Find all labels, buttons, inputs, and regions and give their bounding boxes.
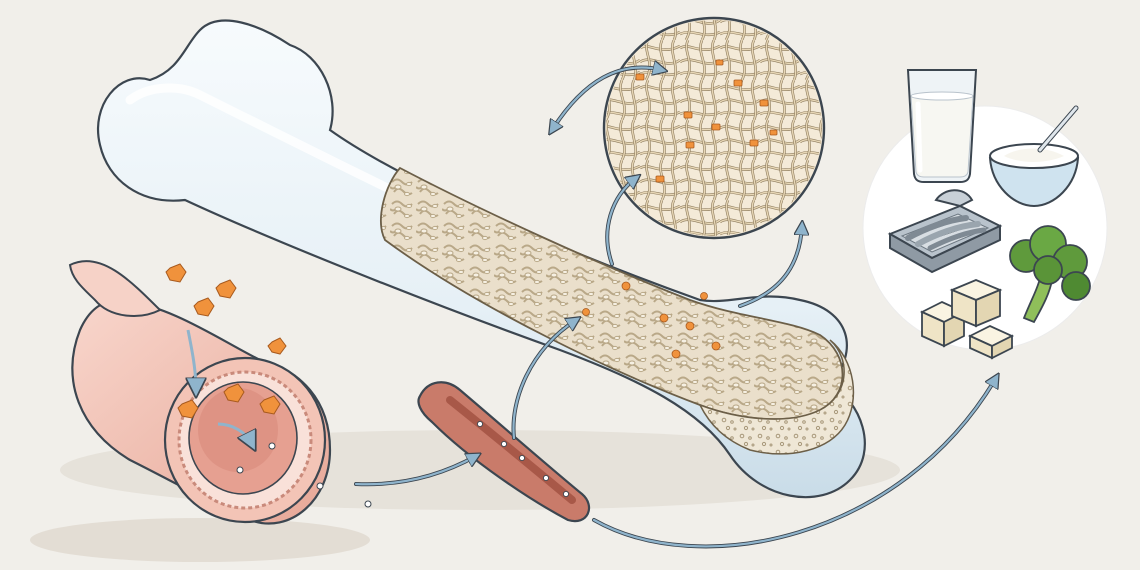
food-sources xyxy=(862,69,1108,360)
intestine-cross-section-icon xyxy=(68,260,372,525)
femur-bone-icon xyxy=(97,19,866,499)
sardine-can-icon xyxy=(887,189,1003,274)
dietary-minerals xyxy=(165,263,287,419)
bone-matrix-magnifier-icon xyxy=(602,16,826,240)
broccoli-icon xyxy=(1009,225,1091,324)
blood-vessel-icon xyxy=(417,381,591,523)
yogurt-bowl-icon xyxy=(988,105,1080,208)
flow-arrows-inner xyxy=(354,68,996,548)
bone-end-porous xyxy=(698,339,855,455)
bone-minerals xyxy=(582,281,721,359)
milk-glass-icon xyxy=(906,69,978,183)
tofu-cubes-icon xyxy=(919,279,1015,360)
